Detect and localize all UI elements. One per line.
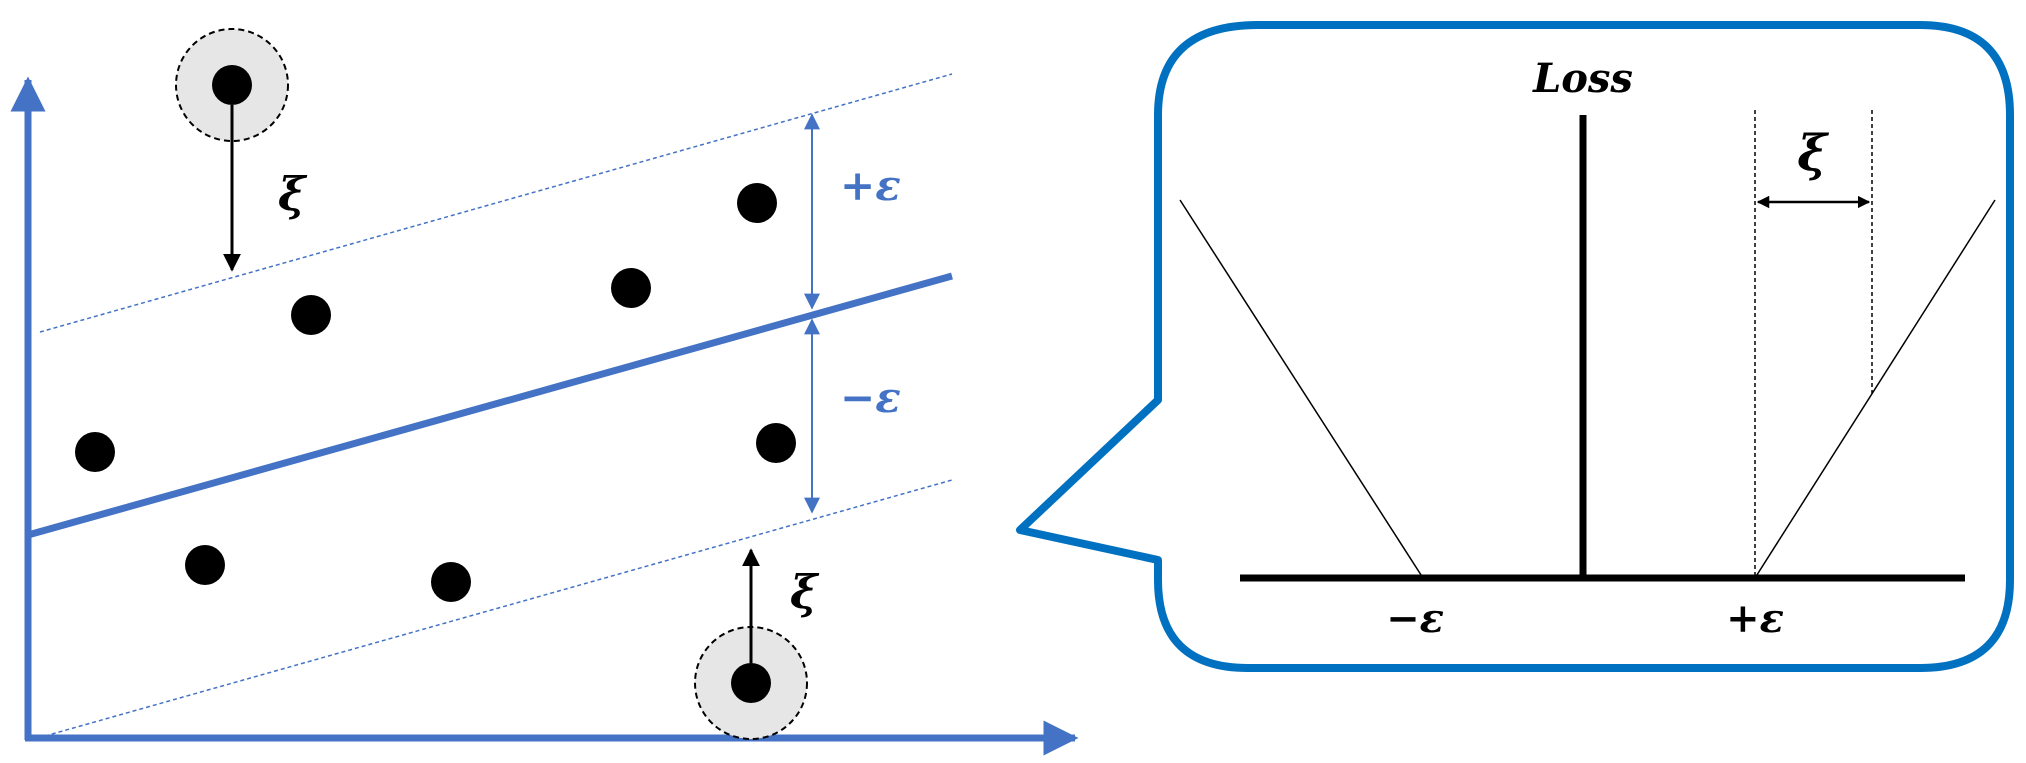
slack-label-top: ξ	[278, 167, 308, 221]
outlier-point	[731, 663, 771, 703]
regression-line	[27, 272, 953, 539]
outlier-top: ξ	[175, 28, 308, 272]
regression-panel: +ε −ε ξ ξ	[10, 28, 1079, 756]
lower-tube-boundary	[44, 479, 953, 737]
upper-tube-boundary	[39, 73, 953, 333]
data-point	[611, 268, 651, 308]
data-point	[756, 423, 796, 463]
outlier-bottom: ξ	[694, 548, 820, 740]
loss-left-arm	[1179, 199, 1424, 579]
slack-label-bottom: ξ	[790, 565, 820, 619]
loss-right-arm	[1754, 199, 1996, 579]
loss-title: Loss	[1532, 55, 1633, 102]
data-point	[737, 183, 777, 223]
plus-epsilon-label: +ε	[840, 161, 901, 210]
minus-epsilon-label: −ε	[840, 373, 901, 422]
callout-bubble	[1016, 21, 2014, 672]
loss-minus-epsilon-label: −ε	[1386, 595, 1444, 642]
loss-plus-epsilon-label: +ε	[1726, 595, 1784, 642]
loss-slack-label: ξ	[1797, 123, 1829, 182]
data-point	[75, 432, 115, 472]
loss-callout: Loss ξ −ε +ε	[1016, 21, 2014, 672]
data-point	[291, 295, 331, 335]
outlier-point	[212, 65, 252, 105]
data-point	[431, 562, 471, 602]
data-point	[185, 545, 225, 585]
